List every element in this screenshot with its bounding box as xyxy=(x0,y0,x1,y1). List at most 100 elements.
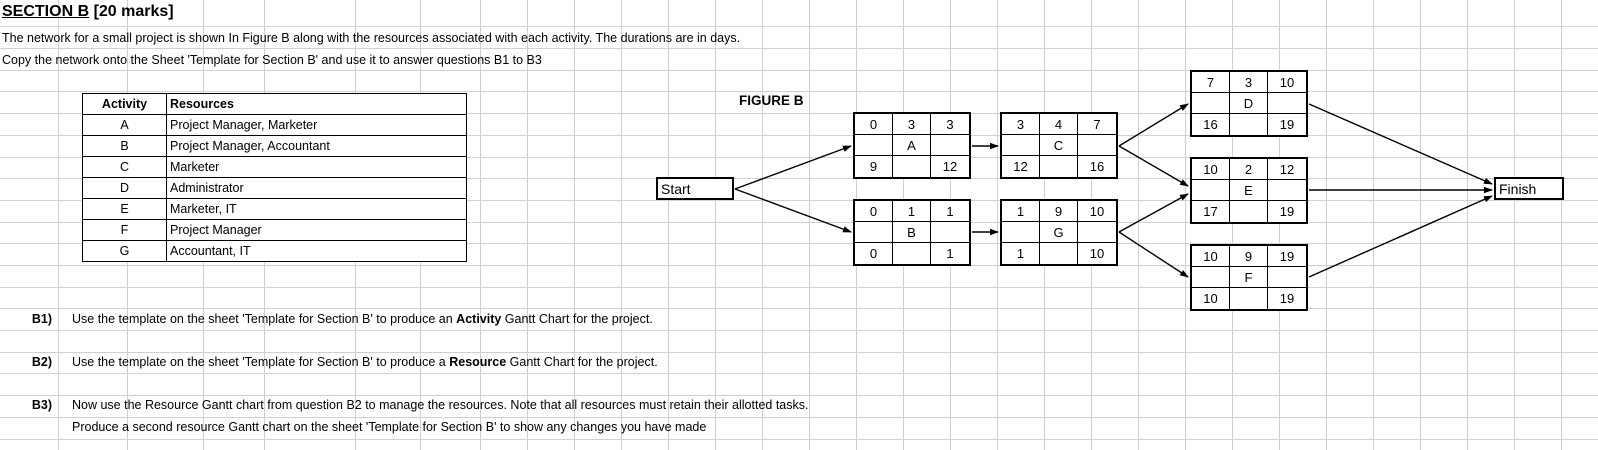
grid-column-line xyxy=(480,0,481,450)
node-A-late-start: 9 xyxy=(855,156,893,177)
question-fragment: Gantt Chart for the project. xyxy=(501,312,653,326)
table-header-row: Activity Resources xyxy=(82,93,467,115)
node-G-blank-right xyxy=(1078,222,1116,243)
node-E-blank-left xyxy=(1192,180,1230,201)
cell-resources: Project Manager, Accountant xyxy=(166,135,467,157)
activity-node-B: 0 1 1 B 0 1 xyxy=(853,199,971,266)
node-C-late-start: 12 xyxy=(1002,156,1040,177)
page-title-main: SECTION B xyxy=(2,3,90,20)
question-tag-b2: B2) xyxy=(31,355,52,369)
cell-resources: Administrator xyxy=(166,177,467,199)
node-F-blank-right xyxy=(1268,267,1306,288)
cell-resources: Marketer xyxy=(166,156,467,178)
question-fragment: Now use the Resource Gantt chart from qu… xyxy=(72,398,809,412)
grid-row-line xyxy=(0,308,1598,309)
question-text: Produce a second resource Gantt chart on… xyxy=(72,420,706,434)
node-B-blank-left xyxy=(855,222,893,243)
cell-activity: B xyxy=(82,135,167,157)
grid-column-line xyxy=(1185,0,1186,450)
activity-node-A: 0 3 3 A 9 12 xyxy=(853,112,971,179)
node-C-float xyxy=(1040,156,1078,177)
question-fragment: Use the template on the sheet 'Template … xyxy=(72,355,450,369)
node-A-float xyxy=(893,156,931,177)
grid-column-line xyxy=(621,0,622,450)
grid-column-line xyxy=(574,0,575,450)
node-G-float xyxy=(1040,243,1078,264)
node-D-blank-left xyxy=(1192,93,1230,114)
edge-C-D xyxy=(1118,103,1189,147)
edge-G-F xyxy=(1118,231,1189,278)
node-B-label: B xyxy=(893,222,931,243)
node-C-label: C xyxy=(1040,135,1078,156)
node-A-duration: 3 xyxy=(893,114,931,135)
question-fragment: Gantt Chart for the project. xyxy=(506,355,658,369)
grid-row-line xyxy=(0,287,1598,288)
node-B-float xyxy=(893,243,931,264)
node-D-late-finish: 19 xyxy=(1279,117,1295,132)
grid-column-line xyxy=(997,0,998,450)
node-B-late-finish: 1 xyxy=(946,246,954,261)
edge-C-E xyxy=(1118,145,1189,187)
grid-column-line xyxy=(668,0,669,450)
question-fragment: Produce a second resource Gantt chart on… xyxy=(72,420,707,434)
cell-activity: A xyxy=(82,114,167,136)
edge-start-B xyxy=(734,188,852,233)
node-D-float xyxy=(1230,114,1268,135)
node-E-float xyxy=(1230,201,1268,222)
node-C-early-finish: 7 xyxy=(1078,114,1116,135)
grid-row-line xyxy=(0,70,1598,71)
cell-activity: E xyxy=(82,198,167,220)
activity-node-F: 10 9 19 F 10 19 xyxy=(1190,244,1308,311)
node-G-early-start: 1 xyxy=(1002,201,1040,222)
activity-node-E: 10 2 12 E 17 19 xyxy=(1190,157,1308,224)
node-B-late-start: 0 xyxy=(855,243,893,264)
grid-row-line xyxy=(0,91,1598,92)
node-E-label: E xyxy=(1230,180,1268,201)
grid-row-line xyxy=(0,113,1598,114)
grid-column-line xyxy=(1467,0,1468,450)
question-tag-b3: B3) xyxy=(31,398,52,412)
node-C-blank-left xyxy=(1002,135,1040,156)
node-G-late-finish: 10 xyxy=(1089,246,1105,261)
page-title: SECTION B [20 marks] xyxy=(2,3,174,21)
node-F-blank-left xyxy=(1192,267,1230,288)
grid-column-line xyxy=(58,0,59,450)
node-D-early-finish: 10 xyxy=(1268,72,1306,93)
node-D-label: D xyxy=(1230,93,1268,114)
node-A-label: A xyxy=(893,135,931,156)
activity-node-C: 3 4 7 C 12 16 xyxy=(1000,112,1118,179)
grid-column-line xyxy=(1373,0,1374,450)
question-text: Now use the Resource Gantt chart from qu… xyxy=(72,398,808,412)
node-G-early-finish: 10 xyxy=(1078,201,1116,222)
node-A-blank-left xyxy=(855,135,893,156)
page-title-suffix: [20 marks] xyxy=(89,3,174,20)
grid-column-line xyxy=(762,0,763,450)
question-tag-b1: B1) xyxy=(31,312,52,326)
node-F-early-start: 10 xyxy=(1192,246,1230,267)
grid-row-line xyxy=(0,330,1598,331)
node-A-blank-right xyxy=(931,135,969,156)
edge-D-finish xyxy=(1308,103,1493,185)
node-E-blank-right xyxy=(1268,180,1306,201)
node-E-early-start: 10 xyxy=(1192,159,1230,180)
question-text: Use the template on the sheet 'Template … xyxy=(72,312,653,326)
intro-line-1: The network for a small project is shown… xyxy=(2,31,741,45)
node-G-duration: 9 xyxy=(1040,201,1078,222)
grid-column-line xyxy=(1420,0,1421,450)
node-G-late-start: 1 xyxy=(1002,243,1040,264)
node-F-late-finish: 19 xyxy=(1279,291,1295,306)
cell-resources: Accountant, IT xyxy=(166,240,467,262)
node-B-blank-right xyxy=(931,222,969,243)
node-B-early-finish: 1 xyxy=(931,201,969,222)
cell-activity: D xyxy=(82,177,167,199)
cell-resources: Project Manager, Marketer xyxy=(166,114,467,136)
cell-resources: Project Manager xyxy=(166,219,467,241)
node-C-duration: 4 xyxy=(1040,114,1078,135)
edge-start-A xyxy=(734,145,852,190)
grid-row-line xyxy=(0,395,1598,396)
node-C-early-start: 3 xyxy=(1002,114,1040,135)
